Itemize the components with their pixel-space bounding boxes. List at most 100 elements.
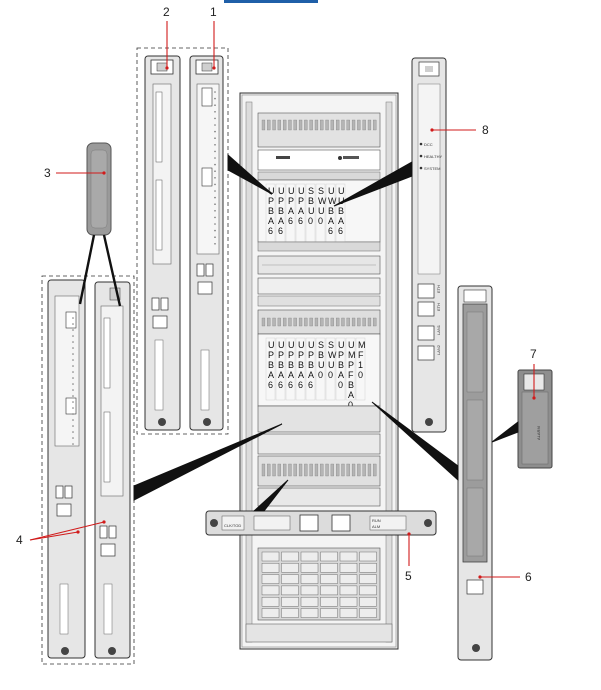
lower-shelf-slot-1-char-0: U	[278, 340, 285, 350]
lower-header-port-8	[304, 317, 308, 327]
card-4a-led-20-0	[72, 437, 74, 439]
card-2-board	[144, 55, 181, 431]
lower-shelf-slot-4-char-2: B	[308, 360, 314, 370]
disk-bay-1-0	[261, 563, 280, 573]
upper-shelf-slot-0-char-4: 6	[268, 226, 273, 236]
group-box-cards-4	[41, 275, 135, 665]
disk-bay-5-2	[300, 608, 319, 618]
top-panel-port-15	[341, 119, 345, 131]
card-4a-led-3-0	[72, 335, 74, 337]
disk-bay-1-3	[320, 563, 338, 573]
lower-shelf-slot-7-char-1: P	[338, 350, 344, 360]
lower-shelf-slot-7	[335, 337, 346, 401]
mid-tray-port-16	[346, 463, 350, 477]
lower-shelf-slot-2-char-1: P	[288, 350, 294, 360]
callout-dots	[76, 66, 536, 579]
card-4a-led-7-0	[72, 359, 74, 361]
top-panel-port-1	[267, 119, 271, 131]
disk-bay-4-0	[261, 597, 280, 607]
top-panel-port-7	[298, 119, 303, 131]
callout-number-2: 2	[163, 5, 170, 19]
upper-shelf	[257, 179, 381, 243]
disk-bay-0-1	[281, 551, 299, 562]
disk-bay-2-0	[261, 574, 280, 584]
mid-tray-port-13	[330, 463, 334, 477]
lower-shelf-slot-4-char-4: 6	[308, 380, 313, 390]
lower-header-port-0	[261, 317, 266, 327]
lower-header-port-11	[320, 317, 324, 327]
lower-shelf-slot-5-char-3: 0	[318, 370, 323, 380]
mid-tray-port-8	[304, 463, 308, 477]
lower-shelf-slot-6-char-3: 0	[328, 370, 333, 380]
card-1-board	[189, 55, 224, 431]
lower-shelf-slot-2-char-2: B	[288, 360, 294, 370]
mid-tray-port-6	[293, 463, 297, 477]
tray-5-label-run: RUN	[372, 518, 381, 523]
mid-tray-port-11	[320, 463, 324, 477]
upper-shelf-slot-4-char-0: S	[308, 186, 314, 196]
mid-tray-port-0	[261, 463, 266, 477]
card-8-label-healthy: HEALTHY	[424, 154, 442, 159]
upper-shelf-slot-3-char-2: A	[298, 206, 304, 216]
top-panel-port-19	[362, 119, 366, 131]
lower-shelf-slot-8-char-5: A	[348, 390, 354, 400]
lower-header-port-6	[293, 317, 297, 327]
upper-shelf-slot-6-char-3: A	[328, 216, 334, 226]
disk-bay-0-3	[320, 551, 338, 562]
disk-bay-2-2	[300, 574, 319, 584]
tray-5-label-clk: CLK/TOD	[224, 523, 241, 528]
upper-shelf-slot-5-char-3: 0	[318, 216, 323, 226]
callout-number-7: 7	[530, 347, 537, 361]
card-4a-led-11-0	[72, 383, 74, 385]
wedge-card6-to-lower	[371, 401, 459, 482]
top-panel-port-16	[346, 119, 350, 131]
mid-tray-port-20	[367, 463, 372, 477]
mid-tray-port-2	[272, 463, 276, 477]
card-1-led-22-0	[214, 236, 216, 238]
disk-bay-3-4	[339, 585, 358, 596]
upper-shelf-slot-1-char-4: 6	[278, 226, 283, 236]
card-1-led-8-0	[214, 144, 216, 146]
card-8-port-label-1: ETH	[436, 303, 441, 311]
lower-shelf-slot-1-char-4: 6	[278, 380, 283, 390]
card-8-port-label-2: LAN1	[436, 324, 441, 335]
card-1-led-4-0	[214, 117, 216, 120]
card-4a-led-10-0	[72, 377, 74, 379]
disk-bay-1-1	[281, 563, 299, 573]
tray-5-board: CLK/TOD RUN ALM	[205, 510, 437, 536]
upper-shelf-slot-1-char-3: A	[278, 216, 284, 226]
lower-shelf-slot-0	[265, 337, 276, 401]
lower-shelf-slot-7-char-3: A	[338, 370, 344, 380]
lower-shelf-slot-5-char-1: B	[318, 350, 324, 360]
mid-tray-port-12	[325, 463, 329, 477]
lower-header-port-7	[298, 317, 303, 327]
card-1-led-13-0	[214, 177, 216, 179]
lower-shelf-slot-0-char-2: B	[268, 360, 274, 370]
group-box-cards-1-2	[136, 47, 229, 435]
card-4a-led-8-0	[72, 365, 74, 367]
upper-shelf-slot-4-char-3: 0	[308, 216, 313, 226]
lower-header-port-19	[362, 317, 366, 327]
lower-header-port-15	[341, 317, 345, 327]
lower-shelf-slot-1	[275, 337, 286, 401]
mid-tray-port-19	[362, 463, 366, 477]
upper-shelf-slot-6-char-0: U	[328, 186, 335, 196]
card-1-led-19-0	[214, 216, 216, 219]
card-1-led-15-0	[214, 190, 216, 192]
disk-bay-5-3	[320, 608, 338, 618]
lower-shelf-slot-5	[315, 337, 326, 401]
card-4a-led-21-0	[72, 443, 74, 445]
card-1-led-20-0	[214, 223, 216, 225]
lower-shelf-slot-2	[285, 337, 296, 401]
callout-leaders	[29, 21, 535, 578]
card-8-port-label-0: ETH	[436, 285, 441, 293]
lower-shelf-slot-6-char-0: S	[328, 340, 334, 350]
disk-bay-4-5	[359, 597, 377, 607]
card-1-led-16-0	[214, 196, 216, 199]
upper-shelf-slot-6-char-1: W	[328, 196, 337, 206]
top-panel-port-14	[336, 119, 340, 131]
card-1-led-17-0	[214, 203, 216, 205]
card-8-label-system: SYSTEM	[424, 166, 440, 171]
card-1-led-21-0	[214, 229, 216, 232]
